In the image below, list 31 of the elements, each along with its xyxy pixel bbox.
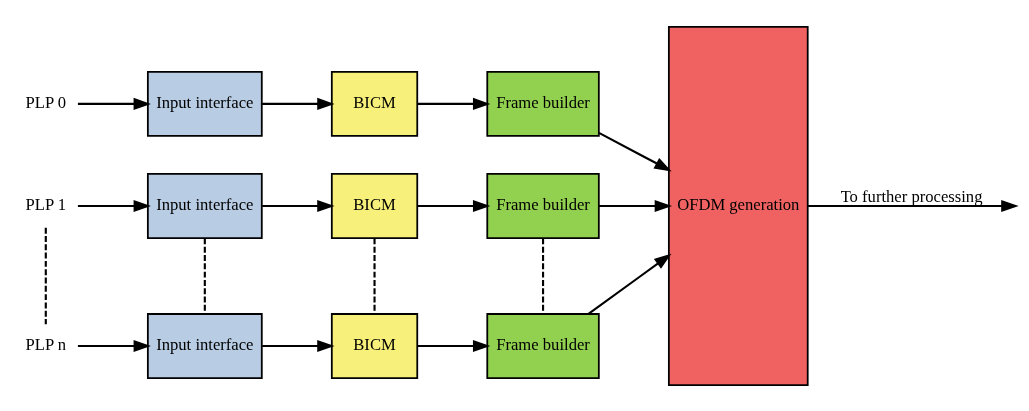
node-text: PLP n — [25, 334, 66, 354]
connector — [372, 237, 376, 314]
arrow — [417, 339, 490, 352]
node-box: Input interface — [146, 172, 263, 239]
arrow — [417, 199, 490, 212]
arrow — [417, 97, 490, 110]
node-box: BICM — [330, 172, 418, 239]
arrow — [261, 339, 335, 352]
node-box: OFDM generation — [667, 25, 809, 386]
node-text: PLP 1 — [25, 194, 66, 214]
arrow — [807, 199, 1019, 212]
node-box: Frame builder — [485, 70, 600, 137]
connector — [541, 237, 544, 314]
arrow — [77, 339, 151, 352]
node-box: Input interface — [146, 70, 263, 137]
node-box: BICM — [330, 312, 418, 379]
node-box: Frame builder — [485, 172, 600, 239]
arrow — [261, 199, 335, 212]
arrow — [77, 97, 151, 110]
arrow — [598, 131, 672, 171]
arrow — [261, 97, 335, 110]
node-box: Input interface — [146, 312, 263, 379]
edge-label: To further processing — [840, 185, 982, 205]
arrow — [598, 199, 672, 212]
arrow — [77, 199, 151, 212]
connector — [44, 227, 47, 324]
node-box: Frame builder — [485, 312, 600, 379]
arrow — [587, 253, 671, 315]
node-text: PLP 0 — [25, 92, 66, 112]
node-box: BICM — [330, 70, 418, 137]
connector — [203, 237, 206, 314]
